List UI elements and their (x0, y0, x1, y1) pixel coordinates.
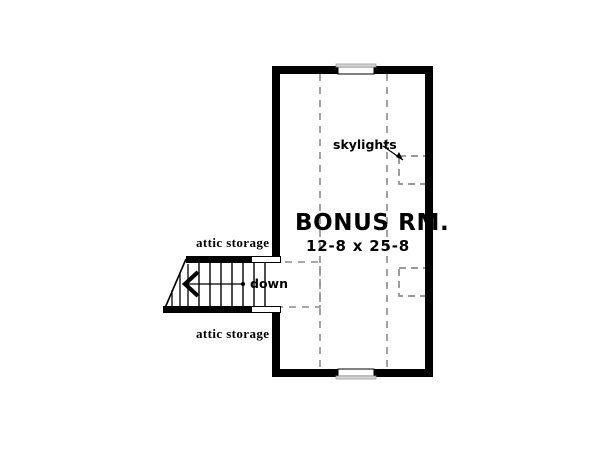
stair-winder-stringer (164, 258, 187, 309)
wall-left-upper (272, 66, 280, 262)
window-top (337, 66, 375, 75)
skylights-group (398, 155, 430, 297)
stair-arrow-head (181, 270, 200, 298)
skylights-label: skylights (333, 137, 397, 152)
stair-direction-arrow (181, 270, 246, 298)
stair-opening-gap-bottom (252, 307, 280, 312)
window-top-sill (335, 63, 377, 68)
attic-storage-label-bottom: attic storage (196, 326, 270, 341)
stair-wall-top (186, 256, 281, 263)
stair-wall-bottom (163, 306, 281, 313)
room-name-bonus-rm: BONUS RM. (295, 210, 450, 236)
skylight-leader-arrowhead (396, 152, 403, 160)
windows-group (335, 63, 377, 380)
window-bottom (337, 368, 375, 377)
attic-storage-label-top: attic storage (196, 235, 270, 250)
window-bottom-sill (335, 375, 377, 380)
stair-enclosure-walls (163, 256, 281, 313)
skylight-leader-group (382, 145, 404, 161)
skylight-lower (398, 267, 430, 297)
wall-left-lower (272, 307, 280, 377)
stair-down-label: down (250, 276, 288, 291)
stair-opening-gap-top (252, 257, 280, 262)
room-dimensions-bonus-rm: 12-8 x 25-8 (306, 237, 410, 255)
wall-right (425, 66, 433, 377)
hidden-line-stair-opening (272, 261, 321, 308)
stair-arrow-origin-dot (240, 281, 246, 287)
hidden-lines-group (272, 74, 388, 369)
skylight-upper (398, 155, 430, 185)
